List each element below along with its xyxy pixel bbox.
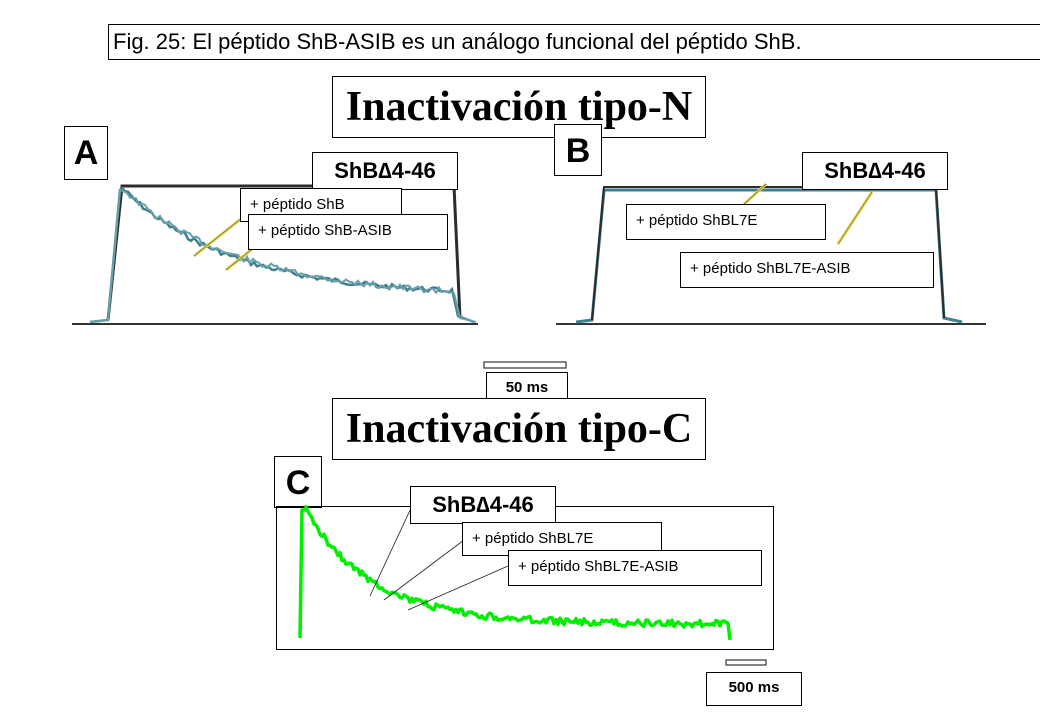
panel-a-label-shb-asib: + péptido ShB-ASIB [248,214,448,250]
panel-c-pointer-2 [383,539,465,601]
scalebar-bottom-label: 500 ms [706,672,802,706]
panel-letter-a: A [64,126,108,180]
panel-b-label-shbl7e-asib: + péptido ShBL7E-ASIB [680,252,934,288]
panel-b-label-shbl7e: + péptido ShBL7E [626,204,826,240]
figure-caption: Fig. 25: El péptido ShB-ASIB es un análo… [108,24,1040,60]
panel-c-trace-green [298,505,732,641]
panel-letter-b: B [554,124,602,176]
panel-c-pointer-3 [407,565,509,611]
panel-a-trace-shb [89,186,475,324]
panel-letter-c: C [274,456,322,508]
section-title-c-type: Inactivación tipo-C [332,398,706,460]
panel-b-trace-shbl7e [575,188,963,324]
panel-b-construct-label: ShB∆4-46 [802,152,948,190]
panel-c-pointer-1 [369,505,413,597]
section-title-n-type: Inactivación tipo-N [332,76,706,138]
panel-c-label-shbl7e-asib: + péptido ShBL7E-ASIB [508,550,762,586]
panel-c-construct-label: ShB∆4-46 [410,486,556,524]
panel-a-trace-shb-asib [89,188,477,323]
panel-b-control-trace [591,186,945,321]
